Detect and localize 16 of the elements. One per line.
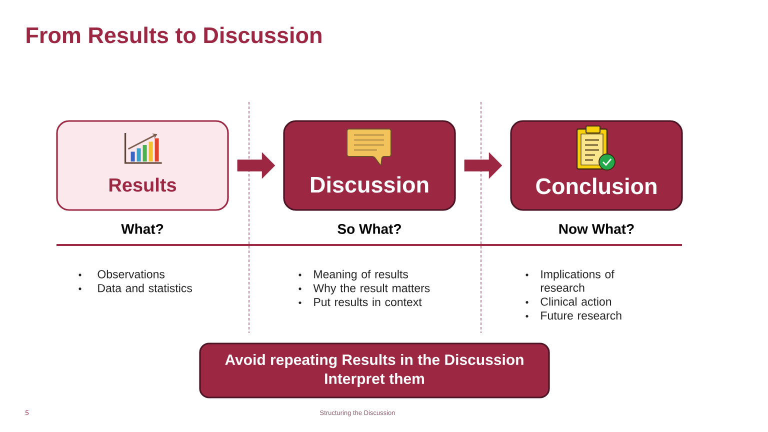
bullet-item: Meaning of results: [314, 270, 408, 281]
step-box: Results: [56, 120, 229, 211]
step-box: Discussion: [283, 120, 456, 211]
bullet-item: Data and statistics: [98, 284, 192, 292]
question-label: What?: [121, 224, 164, 234]
bullet-item: Observations: [98, 270, 165, 278]
bullet-item: Put results in context: [314, 298, 422, 306]
question-label: So What?: [338, 224, 401, 234]
bullet-item: Clinical action: [540, 297, 612, 306]
question-label: Now What?: [559, 224, 634, 234]
bullet-item: Future research: [541, 311, 622, 320]
note-box: Avoid repeating Results in the Discussion Interpret them: [199, 342, 550, 398]
bullet-item: Implications of research: [540, 270, 614, 292]
bullet-item: Why the result matters: [313, 284, 430, 294]
slide-title: From Results to Discussion: [26, 26, 322, 44]
step-box: Conclusion: [510, 120, 683, 211]
